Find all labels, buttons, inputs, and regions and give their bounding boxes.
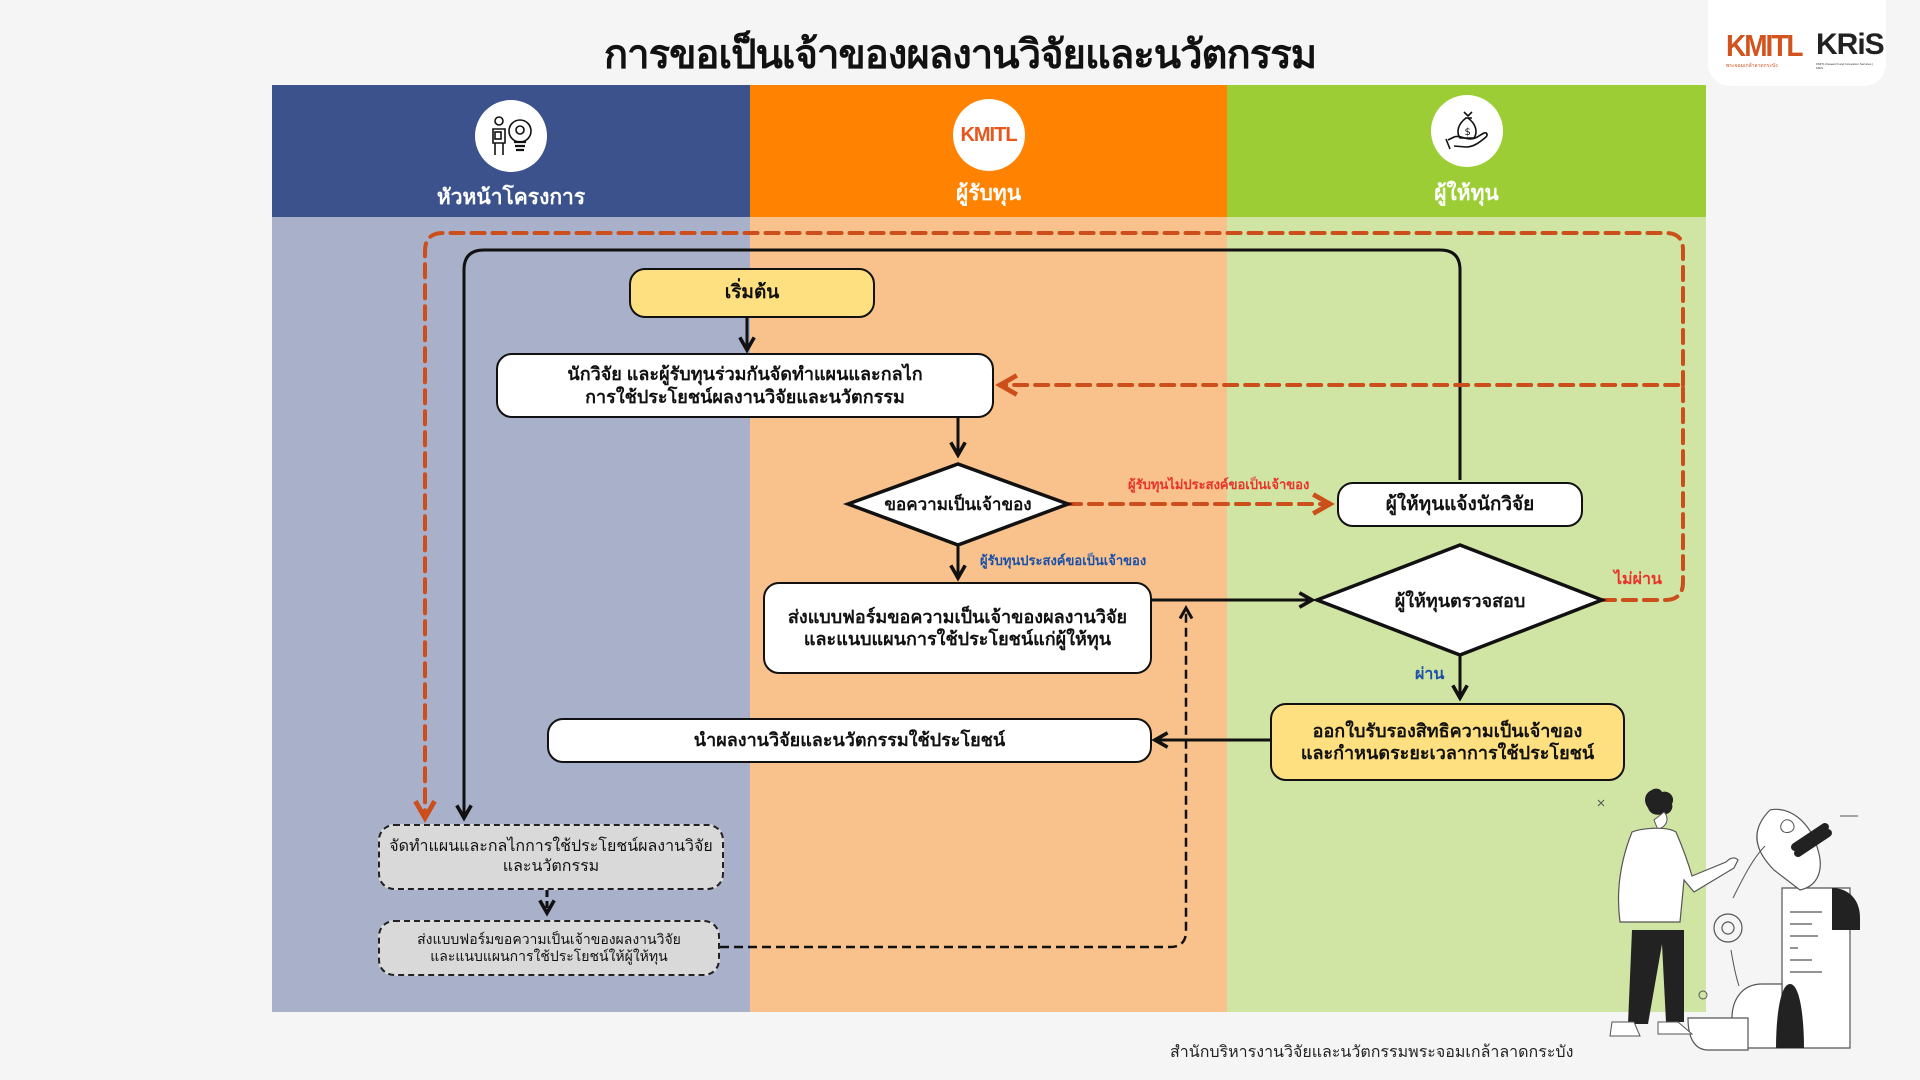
kris-logo-subtitle: KMITL Research and Innovation Services |… bbox=[1816, 62, 1873, 70]
lane-header: KMITL ผู้รับทุน bbox=[750, 85, 1227, 217]
footer-org-name: สำนักบริหารงานวิจัยและนวัตกรรมพระจอมเกล้… bbox=[1170, 1044, 1574, 1061]
lane-label: ผู้ให้ทุน bbox=[1434, 182, 1499, 205]
edge-pi-submit-to-form bbox=[720, 604, 1194, 949]
edge-notify-to-pi-plan bbox=[455, 248, 1462, 822]
pi-submit-node: ส่งแบบฟอร์มขอความเป็นเจ้าของผลงานวิจัย แ… bbox=[378, 920, 720, 976]
money-bag-hand-icon: $ bbox=[1430, 95, 1503, 167]
decision-review-label: ผู้ให้ทุนตรวจสอบ bbox=[1394, 590, 1526, 611]
edge-label-pass: ผ่าน bbox=[1415, 666, 1445, 683]
submit-form-line1: ส่งแบบฟอร์มขอความเป็นเจ้าของผลงานวิจัย bbox=[787, 606, 1128, 627]
edge-label-not-wish: ผู้รับทุนไม่ประสงค์ขอเป็นเจ้าของ bbox=[1128, 477, 1310, 492]
funder-notify-node: ผู้ให้ทุนแจ้งนักวิจัย bbox=[1337, 482, 1583, 527]
pi-submit-line1: ส่งแบบฟอร์มขอความเป็นเจ้าของผลงานวิจัย bbox=[417, 930, 681, 947]
plan-joint-line2: การใช้ประโยชน์ผลงานวิจัยและนวัตกรรม bbox=[585, 386, 905, 407]
funder-notify-label: ผู้ให้ทุนแจ้งนักวิจัย bbox=[1385, 493, 1535, 515]
kris-logo: KRiS bbox=[1816, 28, 1885, 62]
kris-logo-text: KRiS bbox=[1816, 28, 1885, 61]
kmitl-logo-icon: KMITL bbox=[952, 99, 1025, 171]
pi-plan-node: จัดทำแผนและกลไกการใช้ประโยชน์ผลงานวิจัย … bbox=[378, 824, 724, 890]
edge-review-fail-outer bbox=[413, 231, 1685, 823]
researcher-lightbulb-icon bbox=[475, 100, 547, 172]
edge-label-fail: ไม่ผ่าน bbox=[1614, 571, 1662, 588]
lane-header: หัวหน้าโครงการ bbox=[272, 85, 750, 217]
plan-joint-node: นักวิจัย และผู้รับทุนร่วมกันจัดทำแผนและก… bbox=[496, 353, 994, 418]
kmitl-logo: KMITL bbox=[1726, 28, 1804, 63]
kmitl-logo-subtitle: พระจอมเกล้าลาดกระบัง bbox=[1726, 63, 1778, 69]
lane-header: $ ผู้ให้ทุน bbox=[1227, 85, 1706, 217]
pi-plan-line2: และนวัตกรรม bbox=[502, 858, 600, 875]
logo-card: KMITL พระจอมเกล้าลาดกระบัง KRiS KMITL Re… bbox=[1708, 0, 1886, 86]
issue-cert-line1: ออกใบรับรองสิทธิความเป็นเจ้าของ bbox=[1312, 720, 1583, 741]
decision-own-shape bbox=[842, 462, 1074, 547]
submit-form-node: ส่งแบบฟอร์มขอความเป็นเจ้าของผลงานวิจัย แ… bbox=[763, 582, 1152, 674]
edge-label-wish: ผู้รับทุนประสงค์ขอเป็นเจ้าของ bbox=[980, 553, 1147, 568]
plan-joint-line1: นักวิจัย และผู้รับทุนร่วมกันจัดทำแผนและก… bbox=[567, 364, 923, 384]
start-node: เริ่มต้น bbox=[629, 268, 875, 318]
decision-own-label: ขอความเป็นเจ้าของ bbox=[884, 494, 1032, 514]
lane-label: ผู้รับทุน bbox=[955, 182, 1022, 205]
issue-cert-line2: และกำหนดระยะเวลาการใช้ประโยชน์ bbox=[1300, 743, 1595, 763]
lane-label: หัวหน้าโครงการ bbox=[436, 186, 586, 209]
edge-review-fail-loop bbox=[995, 373, 1685, 602]
person-idea-scroll-illustration bbox=[1597, 788, 1860, 1051]
submit-form-line2: และแนบแผนการใช้ประโยชน์แก่ผู้ให้ทุน bbox=[803, 629, 1112, 649]
utilize-label: นำผลงานวิจัยและนวัตกรรมใช้ประโยชน์ bbox=[693, 730, 1006, 751]
page-title: การขอเป็นเจ้าของผลงานวิจัยและนวัตกรรม bbox=[603, 33, 1317, 77]
pi-submit-line2: และแนบแผนการใช้ประโยชน์ให้ผู้ให้ทุน bbox=[430, 948, 668, 964]
pi-plan-line1: จัดทำแผนและกลไกการใช้ประโยชน์ผลงานวิจัย bbox=[389, 838, 713, 855]
utilize-node: นำผลงานวิจัยและนวัตกรรมใช้ประโยชน์ bbox=[547, 718, 1152, 763]
svg-text:$: $ bbox=[1464, 127, 1470, 138]
start-node-label: เริ่มต้น bbox=[724, 282, 780, 304]
decision-review-shape bbox=[1312, 543, 1607, 657]
issue-cert-node: ออกใบรับรองสิทธิความเป็นเจ้าของ และกำหนด… bbox=[1270, 703, 1625, 781]
kmitl-icon-text: KMITL bbox=[960, 123, 1017, 146]
